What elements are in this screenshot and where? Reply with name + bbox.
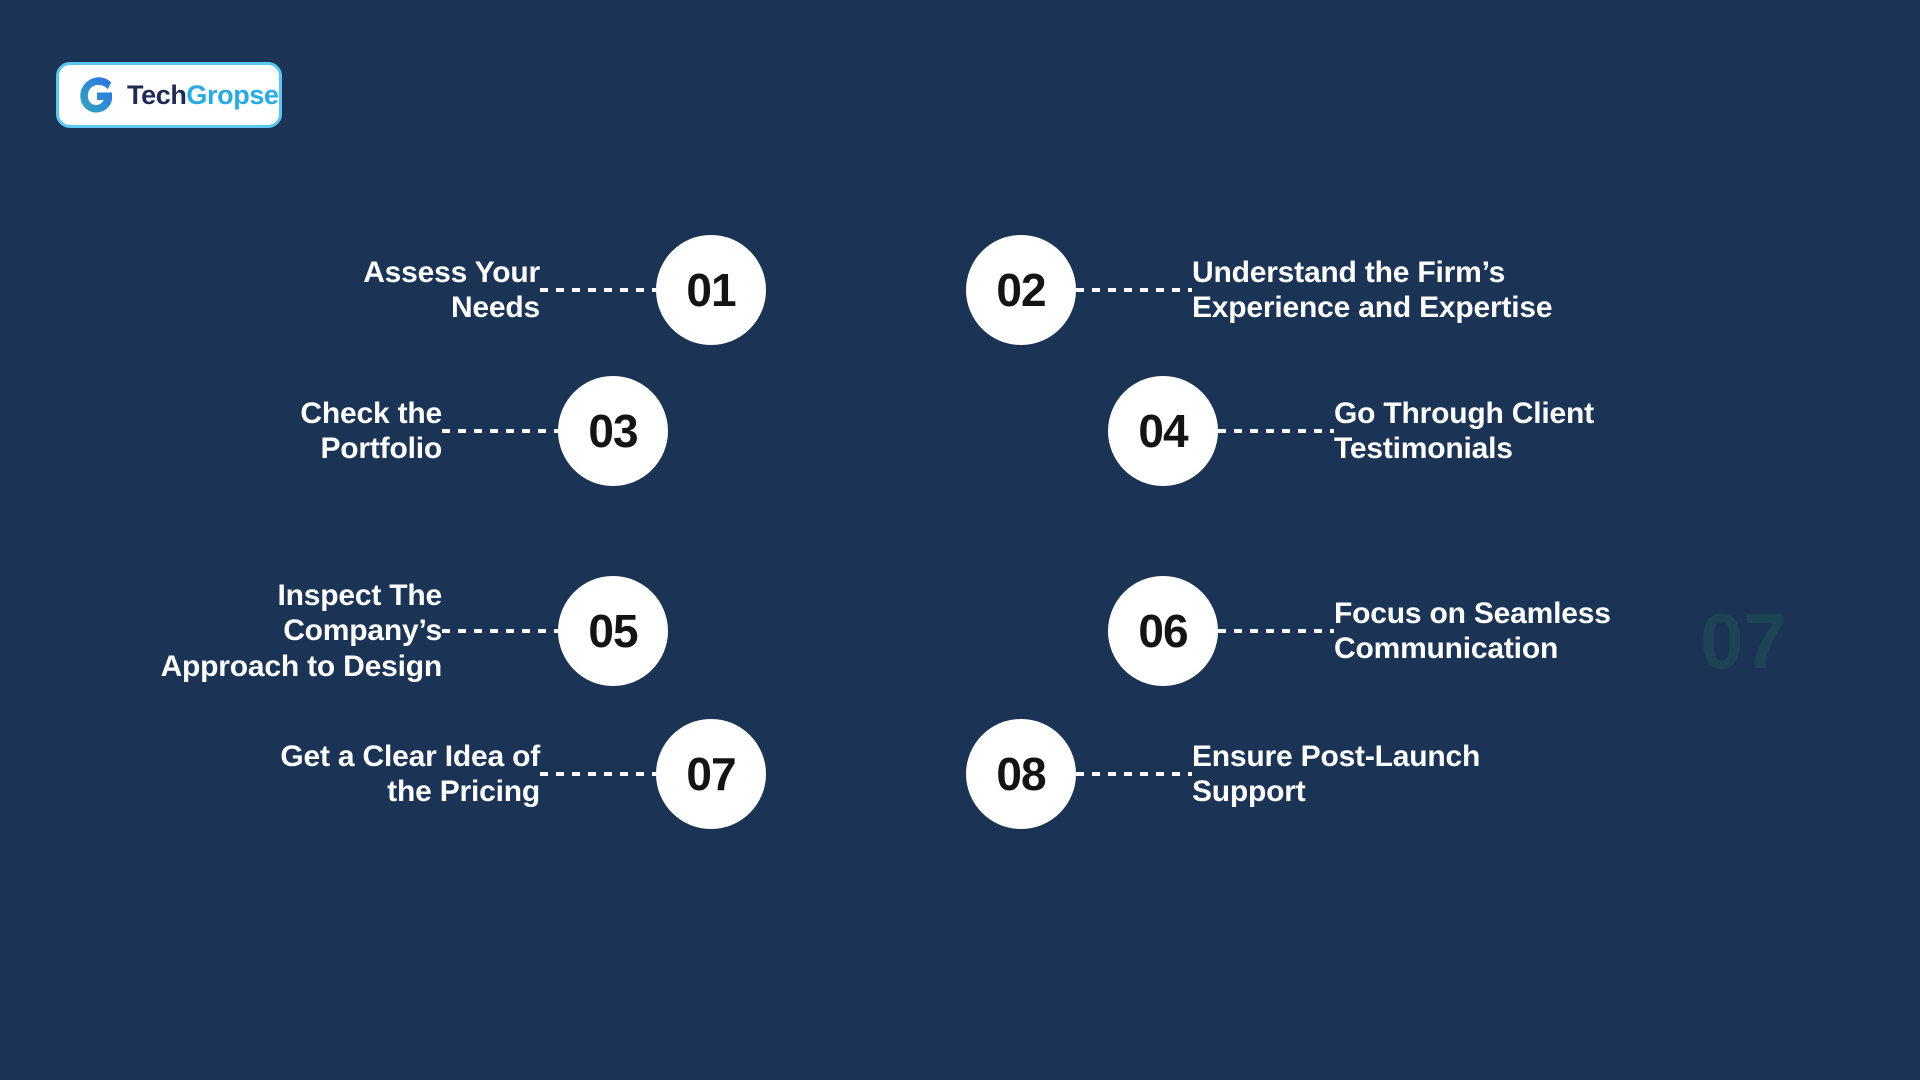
step-label-02: Understand the Firm’s Experience and Exp… — [1192, 255, 1553, 324]
step-label-04: Go Through Client Testimonials — [1334, 396, 1594, 465]
step-number-07[interactable]: 07 — [656, 719, 766, 829]
step-number-04[interactable]: 04 — [1108, 376, 1218, 486]
step-item-07[interactable]: Get a Clear Idea of the Pricing 07 — [160, 719, 766, 829]
brand-logo[interactable]: TechGropse — [56, 62, 282, 128]
step-connector-01 — [540, 288, 656, 292]
step-item-02[interactable]: 02 Understand the Firm’s Experience and … — [966, 235, 1672, 345]
step-connector-08 — [1076, 772, 1192, 776]
step-item-05[interactable]: Inspect The Company’s Approach to Design… — [42, 576, 668, 686]
step-number-08[interactable]: 08 — [966, 719, 1076, 829]
step-number-05[interactable]: 05 — [558, 576, 668, 686]
logo-word-gropse: Gropse — [186, 79, 279, 110]
step-item-08[interactable]: 08 Ensure Post-Launch Support — [966, 719, 1612, 829]
logo-wordmark: TechGropse — [127, 79, 279, 110]
step-connector-03 — [442, 429, 558, 433]
step-item-06[interactable]: 06 Focus on Seamless Communication — [1108, 576, 1754, 686]
step-label-05: Inspect The Company’s Approach to Design — [160, 578, 443, 683]
step-number-06[interactable]: 06 — [1108, 576, 1218, 686]
step-label-01: Assess Your Needs — [363, 255, 540, 324]
step-connector-07 — [540, 772, 656, 776]
step-label-06: Focus on Seamless Communication — [1334, 596, 1611, 665]
step-label-03: Check the Portfolio — [300, 396, 442, 465]
step-item-04[interactable]: 04 Go Through Client Testimonials — [1108, 376, 1754, 486]
step-connector-06 — [1218, 629, 1334, 633]
logo-word-tech: Tech — [127, 79, 187, 110]
step-number-03[interactable]: 03 — [558, 376, 668, 486]
step-item-01[interactable]: Assess Your Needs 01 — [160, 235, 766, 345]
step-label-08: Ensure Post-Launch Support — [1192, 739, 1481, 808]
step-connector-04 — [1218, 429, 1334, 433]
step-label-07: Get a Clear Idea of the Pricing — [280, 739, 540, 808]
step-connector-05 — [442, 629, 558, 633]
g-letter-logo-icon — [80, 77, 112, 113]
step-item-03[interactable]: Check the Portfolio 03 — [42, 376, 668, 486]
step-number-01[interactable]: 01 — [656, 235, 766, 345]
step-connector-02 — [1076, 288, 1192, 292]
step-number-02[interactable]: 02 — [966, 235, 1076, 345]
